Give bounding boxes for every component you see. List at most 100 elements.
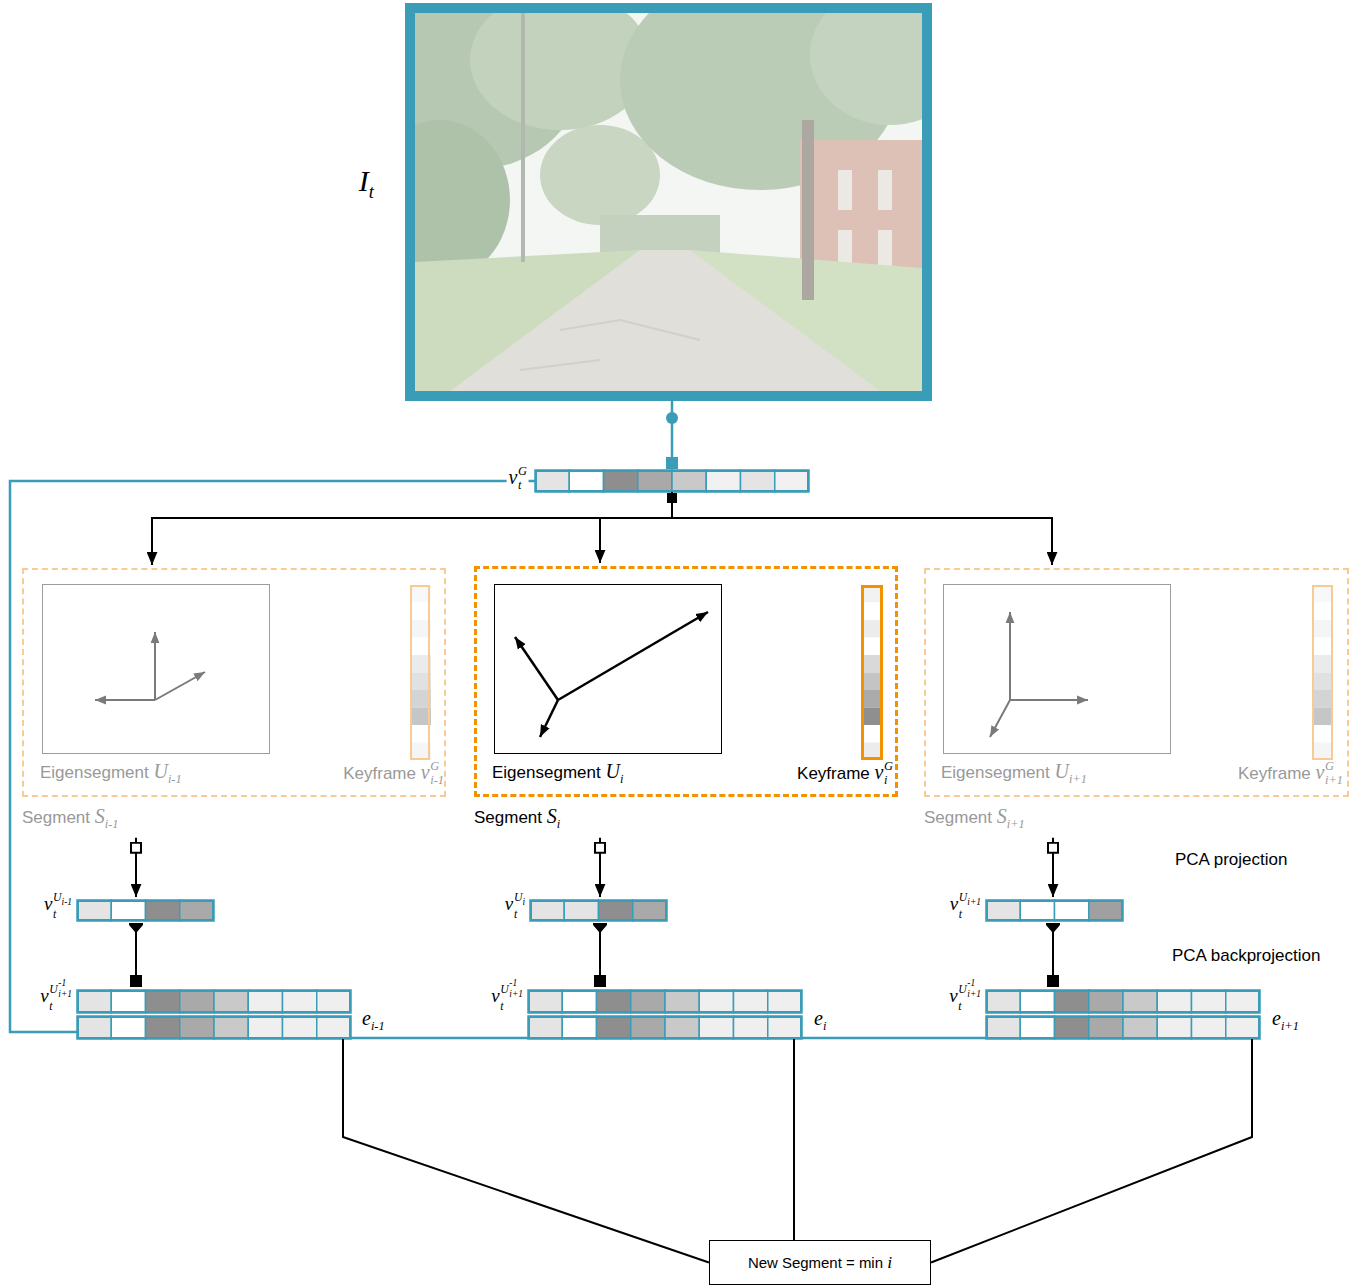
vector-cell — [530, 900, 564, 921]
superscript-row: G — [1325, 759, 1343, 773]
math-label: vUit — [505, 891, 525, 921]
math-label: SegmentSi — [474, 804, 560, 832]
vector-cells — [528, 990, 802, 1013]
subscript: i — [522, 897, 525, 907]
math-symbol: v — [505, 893, 513, 914]
math-symbol: i — [823, 1019, 826, 1033]
script-stack: Gt — [518, 464, 527, 493]
math-label: ei — [812, 1006, 828, 1034]
superscript-row: Ui+1 — [959, 891, 981, 908]
projected-vector: vUi+1t — [986, 900, 1123, 921]
keyframe-cells — [410, 585, 431, 760]
math-label: It — [359, 163, 374, 204]
math-symbol: v — [421, 761, 430, 783]
eigensegment-box: EigensegmentUi-1 — [42, 584, 270, 754]
math-symbol: i+1 — [967, 989, 981, 999]
connector — [931, 1039, 1252, 1263]
script-stack: -1i+1 — [967, 978, 981, 1000]
math-symbol: t — [518, 478, 521, 492]
math-symbol: G — [1325, 759, 1334, 773]
vector-cell — [775, 470, 809, 492]
math-symbol: v — [44, 893, 52, 914]
superscript-row: U-1i+1 — [958, 978, 981, 1000]
math-symbol: v — [1316, 761, 1325, 783]
vector-cell — [1089, 900, 1123, 921]
script-stack: -1i+1 — [58, 978, 72, 1000]
eigen-axes — [515, 612, 708, 737]
axis-arrow — [990, 700, 1010, 737]
math-symbol: U — [49, 983, 58, 996]
math-symbol: U — [1054, 760, 1068, 782]
math-symbol: i+1 — [58, 989, 72, 999]
math-symbol: t — [514, 908, 517, 921]
keyframe-cells — [1312, 585, 1333, 760]
error-vector: ei — [528, 1016, 802, 1039]
step-label: PCA backprojection — [1172, 946, 1320, 966]
math-symbol: i-1 — [430, 773, 444, 787]
subscript: i-1 — [62, 897, 72, 907]
connector — [351, 1037, 528, 1040]
math-symbol: v — [949, 985, 957, 1006]
subscript-row: t — [53, 908, 72, 922]
keyframe-vector: KeyframevGi+1 — [1312, 585, 1333, 760]
math-symbol: U — [958, 983, 967, 996]
superscript-row: G — [518, 464, 527, 478]
vector-cell — [564, 900, 598, 921]
math-symbol: t — [959, 908, 962, 921]
keyframe-vector: KeyframevGi — [861, 585, 883, 760]
eigensegment-box: EigensegmentUi+1 — [943, 584, 1171, 754]
script-stack: U-1i+1t — [500, 978, 523, 1013]
math-symbol: S — [547, 805, 557, 827]
axis-arrow — [154, 632, 156, 700]
math-symbol: i+1 — [509, 989, 523, 999]
math-symbol: S — [997, 805, 1007, 827]
math-label: KeyframevGi+1 — [1238, 759, 1343, 788]
math-symbol: e — [362, 1007, 371, 1029]
math-label: vU-1i+1t — [949, 978, 981, 1013]
projected-vector: vUi-1t — [77, 900, 214, 921]
math-symbol: i — [522, 897, 525, 907]
vector-cell — [599, 900, 633, 921]
superscript-row: G — [884, 759, 893, 773]
road-photo — [415, 13, 922, 391]
connector — [135, 838, 137, 897]
math-symbol: i+1 — [1007, 817, 1025, 831]
math-symbol: e — [1272, 1007, 1281, 1029]
math-symbol: -1 — [967, 978, 975, 988]
connector — [343, 1039, 709, 1263]
keyframe-vector: KeyframevGi-1 — [410, 585, 430, 760]
subscript: i-1 — [371, 1019, 385, 1033]
vector-cell — [569, 470, 603, 492]
superscript-row: -1 — [58, 978, 72, 989]
math-label: ei+1 — [1270, 1006, 1301, 1034]
connector — [135, 923, 137, 987]
math-symbol: i+1 — [1281, 1019, 1299, 1033]
label-text: Segment — [22, 808, 90, 827]
superscript-row: Ui-1 — [53, 891, 72, 908]
photo-wash — [415, 13, 922, 391]
math-label: vUi-1t — [44, 891, 72, 921]
math-symbol: -1 — [509, 978, 517, 988]
math-symbol: v — [491, 985, 499, 1006]
label-text: Eigensegment — [40, 763, 149, 782]
eigensegment-box: EigensegmentUi — [494, 584, 722, 754]
subscript: i+1 — [1069, 772, 1087, 786]
vector-cell — [535, 470, 569, 492]
math-label: vU-1i+1t — [40, 978, 72, 1013]
math-symbol: U — [500, 983, 509, 996]
script-stack: Ui+1t — [959, 891, 981, 921]
math-symbol: -1 — [58, 978, 66, 988]
connector — [599, 838, 601, 897]
subscript-row: i-1 — [430, 773, 444, 787]
subscript: i+1 — [1281, 1019, 1299, 1033]
subscript: t — [369, 181, 374, 202]
script-stack: -1i+1 — [509, 978, 523, 1000]
axis-arrow — [155, 672, 205, 700]
segment-box: EigensegmentUi+1KeyframevGi+1SegmentSi+1 — [924, 568, 1349, 797]
math-symbol: U — [605, 760, 619, 782]
subscript: i+1 — [967, 897, 981, 907]
connector — [1052, 923, 1054, 987]
vector-cell — [986, 900, 1020, 921]
connector — [793, 1039, 795, 1240]
